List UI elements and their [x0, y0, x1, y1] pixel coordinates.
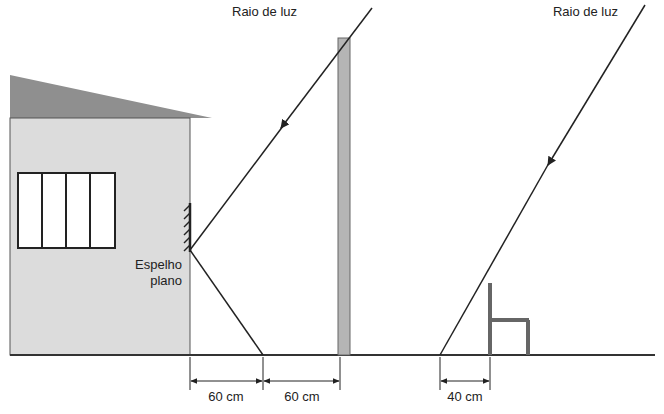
dimension-label: 60 cm: [196, 389, 256, 405]
mirror-label: Espelho plano: [112, 257, 182, 288]
light-ray: [190, 8, 372, 355]
ray-label: Raio de luz: [232, 4, 322, 20]
pole: [338, 38, 350, 355]
plane-mirror: [184, 203, 190, 252]
dimension-label: 60 cm: [272, 389, 332, 405]
roof: [10, 75, 212, 118]
ground-line: [10, 354, 655, 356]
light-ray: [440, 5, 645, 355]
ray-label: Raio de luz: [528, 4, 618, 20]
window: [18, 173, 115, 248]
house-wall: [10, 118, 190, 355]
dimension-label: 40 cm: [436, 389, 494, 405]
dimension-lines: [190, 357, 490, 390]
chair: [490, 283, 529, 355]
